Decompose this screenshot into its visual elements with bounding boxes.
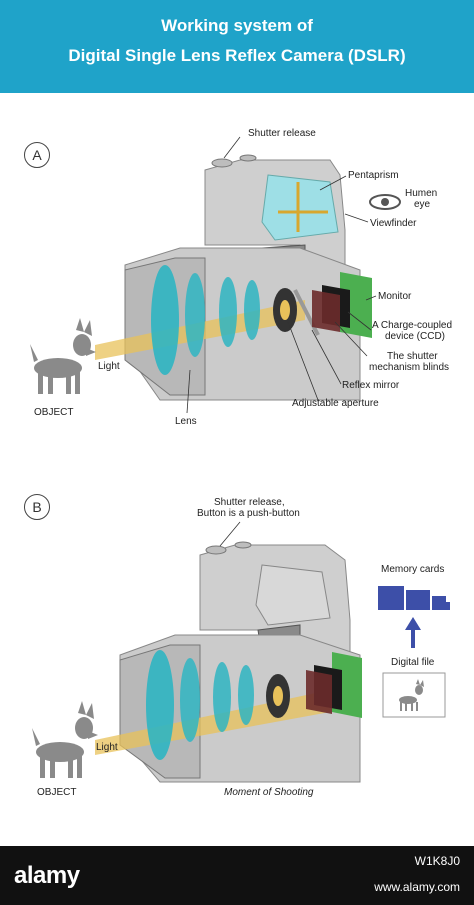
label-object-a: OBJECT	[34, 407, 74, 418]
leader-lines-a	[186, 136, 377, 414]
label-light-b: Light	[96, 742, 118, 753]
image-id: W1K8J0	[414, 854, 460, 868]
aperture-hole-a	[280, 300, 290, 320]
label-object-b: OBJECT	[37, 787, 77, 798]
title-banner: Working system of Digital Single Lens Re…	[0, 0, 474, 93]
label-shutter-release: Shutter release	[248, 128, 316, 139]
label-ccd-2: device (CCD)	[385, 331, 446, 342]
panel-a-badge: A	[24, 142, 50, 168]
dial-b	[234, 541, 252, 549]
pentaprism-b	[255, 564, 331, 626]
camera-b	[95, 541, 362, 783]
label-shutter-release-b-2: Button is a push-button	[197, 508, 300, 519]
label-lens: Lens	[175, 416, 197, 427]
label-digital-file: Digital file	[391, 657, 435, 668]
dial-a	[239, 154, 257, 162]
blinds-a	[312, 290, 340, 332]
dog-b	[32, 701, 98, 778]
label-memory-cards: Memory cards	[381, 564, 445, 575]
digital-file-frame	[382, 672, 446, 718]
pentaprism-a	[261, 174, 339, 241]
watermark-url: www.alamy.com	[374, 880, 460, 894]
shutter-button-a	[211, 158, 233, 168]
label-aperture: Adjustable aperture	[292, 398, 379, 409]
label-human-eye-2: eye	[414, 199, 431, 210]
label-shutter-release-b-1: Shutter release,	[214, 497, 285, 508]
lens-element-a4	[244, 280, 260, 340]
watermark-footer: alamy W1K8J0 www.alamy.com	[0, 846, 474, 905]
label-light-a: Light	[98, 361, 120, 372]
label-moment-of-shooting: Moment of Shooting	[224, 787, 314, 798]
title-line-1: Working system of	[161, 16, 313, 35]
label-viewfinder: Viewfinder	[370, 218, 417, 229]
lens-element-a1	[151, 265, 179, 375]
panel-b-badge: B	[24, 494, 50, 520]
label-ccd-1: A Charge-coupled	[372, 320, 453, 331]
shutter-button-b	[205, 545, 227, 555]
label-monitor: Monitor	[378, 291, 412, 302]
human-eye-icon	[369, 194, 401, 210]
lens-element-b1	[146, 650, 174, 760]
dog-thumbnail	[399, 679, 424, 711]
aperture-hole-b	[273, 686, 283, 706]
label-human-eye-1: Humen	[405, 188, 438, 199]
arrow-up-icon	[405, 617, 421, 648]
label-shutter-blinds-1: The shutter	[387, 351, 438, 362]
lens-element-a3	[219, 277, 237, 347]
lens-element-b3	[213, 662, 231, 732]
blinds-b	[306, 670, 332, 714]
lens-element-b4	[238, 665, 254, 725]
label-reflex-mirror: Reflex mirror	[342, 380, 400, 391]
label-shutter-blinds-2: mechanism blinds	[369, 362, 450, 373]
lens-element-b2	[180, 658, 200, 742]
camera-a	[95, 154, 401, 401]
reflex-mirror-a	[293, 289, 320, 336]
memory-cards-icon	[378, 586, 450, 610]
dog-a	[30, 318, 96, 394]
alamy-logo: alamy	[14, 862, 80, 889]
lens-element-a2	[185, 273, 205, 357]
label-pentaprism: Pentaprism	[348, 170, 399, 181]
leader-lines-b	[219, 521, 241, 547]
title-line-2: Digital Single Lens Reflex Camera (DSLR)	[68, 46, 406, 65]
